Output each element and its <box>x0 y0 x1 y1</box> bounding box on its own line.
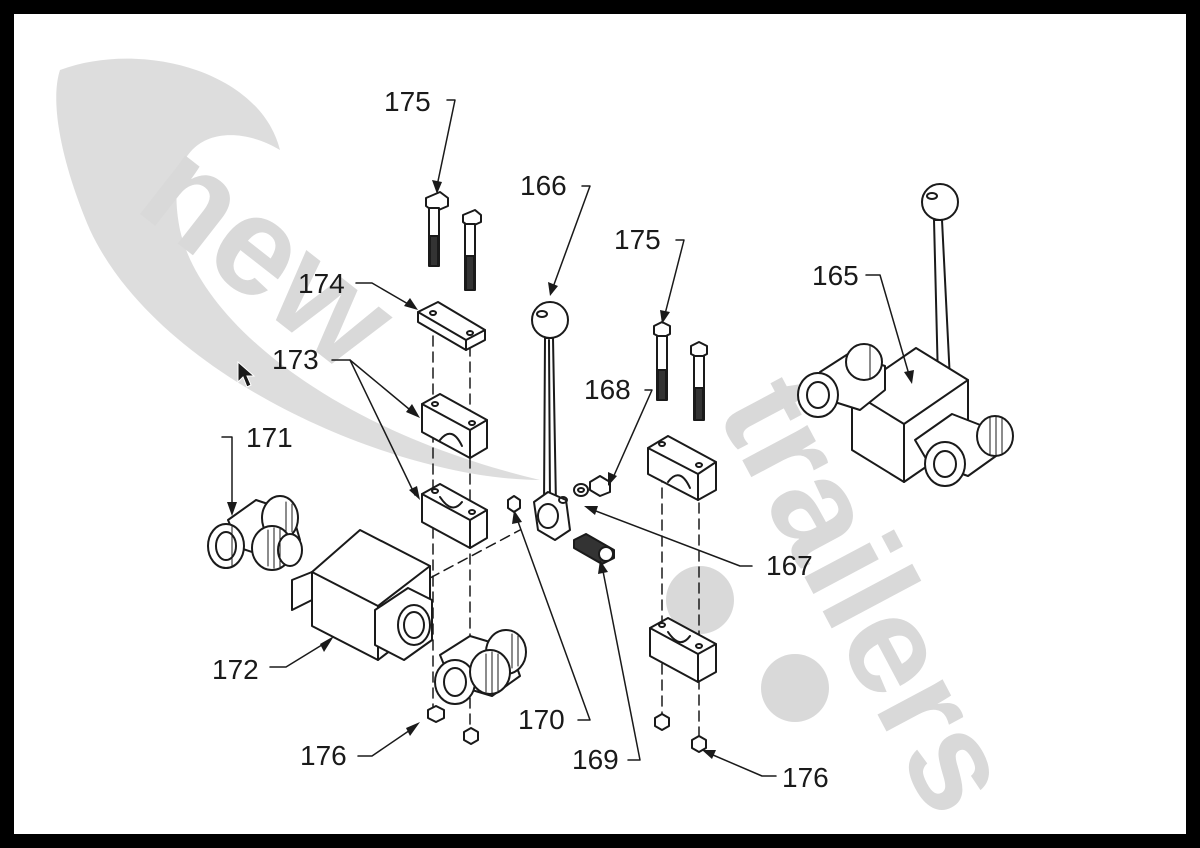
callout-172: 172 <box>212 654 259 685</box>
nuts-176 <box>427 705 707 753</box>
clamp-173-lower <box>421 483 488 549</box>
callout-169: 169 <box>572 744 619 775</box>
leader-arrowheads <box>227 180 914 759</box>
bolt-169 <box>573 533 615 565</box>
bolt-175-left <box>425 191 482 291</box>
callout-176-left: 176 <box>300 740 347 771</box>
valve-body-172 <box>291 529 433 661</box>
clamp-right-lower <box>649 617 717 683</box>
callout-171: 171 <box>246 422 293 453</box>
callout-167: 167 <box>766 550 813 581</box>
leader-lines <box>221 99 911 777</box>
clamp-right-upper <box>647 435 717 501</box>
callout-175-right: 175 <box>614 224 661 255</box>
callout-170: 170 <box>518 704 565 735</box>
clamp-173-upper <box>421 393 488 459</box>
callout-176-right: 176 <box>782 762 829 793</box>
watermark-swoosh <box>56 58 540 480</box>
tee-fitting-lower <box>434 629 527 705</box>
valve-assembly-165 <box>797 183 1014 487</box>
screw-washer-168 <box>573 475 611 497</box>
bolt-175-right <box>653 321 708 421</box>
callout-166: 166 <box>520 170 567 201</box>
lever-handle-166 <box>531 301 569 506</box>
tee-fitting-171 <box>207 495 303 571</box>
callout-173: 173 <box>272 344 319 375</box>
callout-175-left: 175 <box>384 86 431 117</box>
plate-174 <box>417 301 486 351</box>
callout-174: 174 <box>298 268 345 299</box>
nut-170 <box>507 495 521 513</box>
watermark-dot-2 <box>761 654 829 722</box>
watermark-dot-1 <box>666 566 734 634</box>
callout-165: 165 <box>812 260 859 291</box>
hub-167 <box>533 491 571 541</box>
callout-168: 168 <box>584 374 631 405</box>
